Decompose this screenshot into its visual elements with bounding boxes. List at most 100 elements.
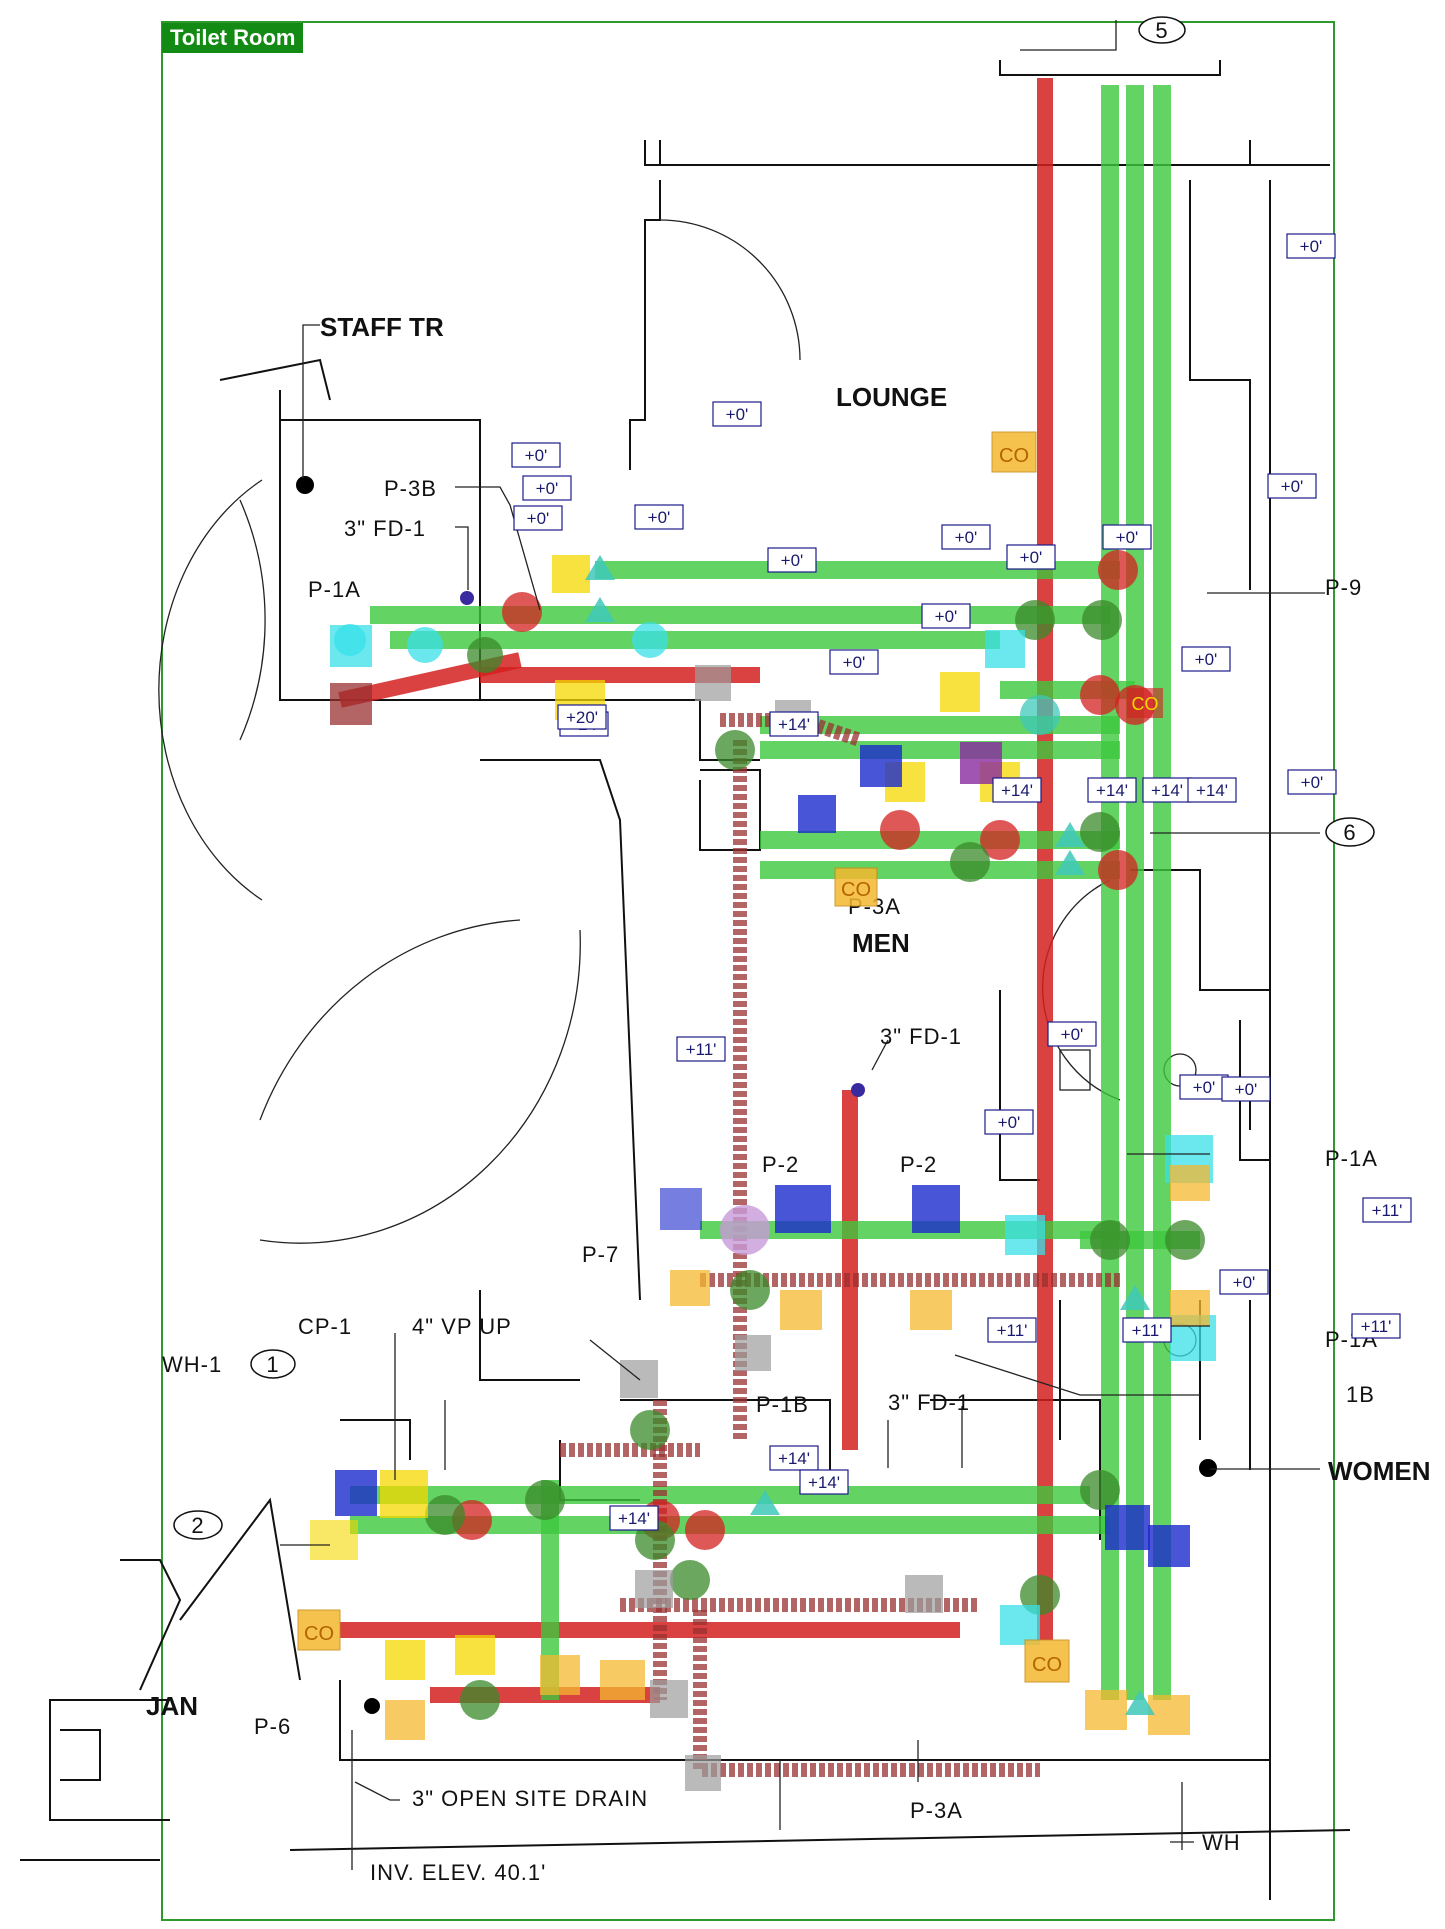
elevation-tag: +14' xyxy=(1187,777,1237,803)
blue-marker xyxy=(860,745,902,787)
floor-drain-dot xyxy=(364,1698,380,1714)
cyan-marker xyxy=(1020,695,1060,735)
teal-marker xyxy=(585,555,615,580)
elevation-tag-box xyxy=(712,401,762,427)
red-marker xyxy=(502,592,542,632)
label-p3a-bottom: P-3A xyxy=(910,1798,963,1823)
teal-marker xyxy=(750,1490,780,1515)
elevation-tag-box xyxy=(829,649,879,675)
elevation-tag: +0' xyxy=(522,475,572,501)
elevation-tag: +11' xyxy=(1362,1197,1412,1223)
cyan-marker xyxy=(1005,1215,1045,1255)
cyan-marker xyxy=(407,627,443,663)
cleanout-tag-lounge xyxy=(991,431,1037,473)
elevation-tag-text: +14' xyxy=(618,1509,650,1528)
green-marker xyxy=(1082,600,1122,640)
elevation-tag-text: +0' xyxy=(527,509,550,528)
yellow-marker xyxy=(385,1640,425,1680)
elevation-tag: +0' xyxy=(1219,1269,1269,1295)
label-fd1-staff: 3" FD-1 xyxy=(344,516,426,541)
elevation-tag-text: +0' xyxy=(1195,650,1218,669)
green-marker xyxy=(467,637,503,673)
elevation-tag-text: +0' xyxy=(536,479,559,498)
cleanout-tag-men-text: CO xyxy=(841,879,871,901)
grid-bubble-1-text: 1 xyxy=(266,1352,279,1377)
grid-bubble-6 xyxy=(1325,817,1375,847)
cleanout-tag-bottom xyxy=(1024,1639,1070,1683)
teal-marker xyxy=(1055,822,1085,847)
grid-bubble-6-text: 6 xyxy=(1343,820,1356,845)
yellow-marker xyxy=(552,555,590,593)
red-marker xyxy=(880,810,920,850)
elevation-tag-box xyxy=(1362,1197,1412,1223)
elevation-tag: +11' xyxy=(987,1317,1037,1343)
orange-marker xyxy=(600,1660,645,1700)
elevation-tag-box xyxy=(609,1505,659,1531)
yellow-marker xyxy=(380,1470,428,1518)
room-type-tag: Toilet Room xyxy=(162,23,304,53)
gray-marker xyxy=(685,1755,721,1791)
blue-marker xyxy=(912,1185,960,1233)
green-marker xyxy=(1080,812,1120,852)
elevation-tag-box xyxy=(1187,777,1237,803)
elevation-tag-box xyxy=(676,1036,726,1062)
elevation-tag-text: +14' xyxy=(1151,781,1183,800)
elevation-tag-text: +11' xyxy=(1361,1317,1392,1336)
elevation-tag: +0' xyxy=(829,649,879,675)
green-marker xyxy=(670,1560,710,1600)
architectural-walls xyxy=(20,60,1351,1900)
orange-marker xyxy=(1085,1690,1127,1730)
blue-marker xyxy=(1148,1525,1190,1567)
cleanout-tag-lounge-text: CO xyxy=(999,445,1029,467)
cleanout-tag-jan-text: CO xyxy=(304,1623,334,1645)
cleanout-tag-upper xyxy=(1127,688,1163,718)
elevation-tag-box xyxy=(799,1469,849,1495)
floor-drain-dot xyxy=(1199,1459,1217,1477)
elevation-tag-text: +14' xyxy=(808,1473,840,1492)
elevation-tag: +0' xyxy=(1179,1074,1229,1100)
floor-drain-dot xyxy=(851,1083,865,1097)
elevation-tags: +0'+0'+0'+0'+0'+0'+0'+0'+0'+0'+0'+0'+0'+… xyxy=(511,233,1412,1531)
elevation-tag: +11' xyxy=(676,1036,726,1062)
elevation-tag-box xyxy=(1286,233,1336,259)
floor-drain-dot xyxy=(296,476,314,494)
elevation-tag-text: +0' xyxy=(1116,528,1139,547)
green-marker xyxy=(1080,1470,1120,1510)
room-label-staff-tr: STAFF TR xyxy=(320,312,444,342)
purple-marker xyxy=(960,742,1002,784)
grid-bubble-2 xyxy=(173,1510,223,1540)
red-marker xyxy=(1080,675,1120,715)
red-marker xyxy=(1098,850,1138,890)
green-marker xyxy=(950,842,990,882)
teal-marker xyxy=(1125,1690,1155,1715)
elevation-tag: +0' xyxy=(1287,769,1337,795)
green-marker xyxy=(730,1270,770,1310)
elevation-tag-text: +0' xyxy=(935,607,958,626)
cleanout-tag-jan xyxy=(297,1609,341,1651)
elevation-tag-text: +0' xyxy=(1233,1273,1256,1292)
elevation-tag: +0' xyxy=(767,547,817,573)
elevation-tag-box xyxy=(769,1445,819,1471)
elevation-tag-text: +0' xyxy=(843,653,866,672)
orange-marker xyxy=(385,1700,425,1740)
red-marker xyxy=(1098,550,1138,590)
elevation-tag-box xyxy=(1102,524,1152,550)
elevation-tag: +14' xyxy=(769,711,819,737)
elevation-tag: +14' xyxy=(799,1469,849,1495)
label-fd1-men: 3" FD-1 xyxy=(880,1024,962,1049)
orange-marker xyxy=(670,1270,710,1306)
elevation-tag-box xyxy=(1267,473,1317,499)
red-marker xyxy=(980,820,1020,860)
yellow-marker xyxy=(940,672,980,712)
orange-marker xyxy=(1170,1290,1210,1326)
elevation-tag: +14' xyxy=(1087,777,1137,803)
elevation-tag: +0' xyxy=(1006,544,1056,570)
maroon-sanitary-upper xyxy=(720,713,863,747)
elevation-tag-text: +11' xyxy=(997,1321,1028,1340)
elevation-tag-text: +0' xyxy=(955,528,978,547)
grid-bubble-5 xyxy=(1138,16,1186,44)
blue-marker xyxy=(1105,1505,1150,1550)
blue-marker xyxy=(660,1188,702,1230)
cleanout-tag-men xyxy=(834,867,878,907)
